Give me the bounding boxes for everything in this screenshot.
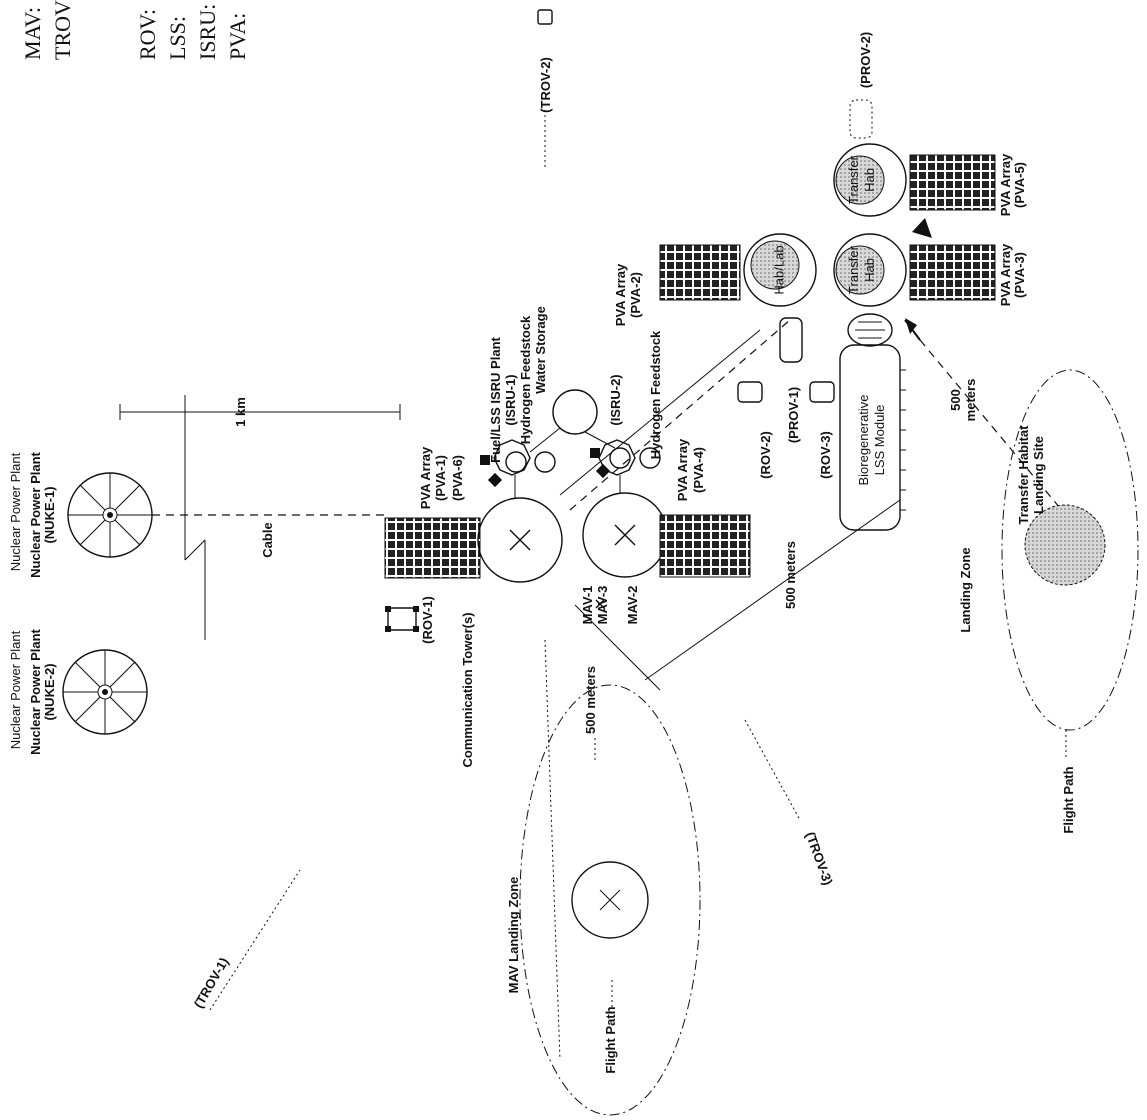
hab-lab: Hab/Lab PVA Array (PVA-2) — [613, 233, 817, 326]
svg-text:meters: meters — [963, 379, 978, 422]
svg-text:(PVA-6): (PVA-6) — [450, 455, 465, 501]
svg-text:(TROV-3): (TROV-3) — [803, 830, 836, 887]
svg-text:(ROV-3): (ROV-3) — [818, 431, 833, 479]
mav-2: MAV-2 — [582, 492, 668, 625]
pva-5-array: PVA Array (PVA-5) — [909, 153, 1027, 216]
svg-text:MAV-3: MAV-3 — [595, 586, 610, 625]
svg-text:Nuclear Power Plant: Nuclear Power Plant — [8, 630, 23, 749]
svg-text:PVA Array: PVA Array — [675, 438, 690, 501]
distance-1km: 1 km — [119, 395, 401, 640]
svg-text:Landing Zone: Landing Zone — [958, 547, 973, 632]
svg-text:PVA Array: PVA Array — [418, 446, 433, 509]
svg-text:(PVA-3): (PVA-3) — [1012, 252, 1027, 298]
svg-text:PVA Array: PVA Array — [998, 243, 1013, 306]
svg-text:(ISRU-1): (ISRU-1) — [503, 374, 518, 425]
svg-text:Flight Path: Flight Path — [1061, 766, 1076, 833]
svg-text:Water Storage: Water Storage — [533, 306, 548, 394]
pva-3-array: PVA Array (PVA-3) — [909, 243, 1027, 306]
cable: Cable — [152, 514, 385, 558]
prov-1-label: (PROV-1) — [786, 387, 801, 443]
trov-1: (TROV-1) — [191, 869, 301, 1011]
legend-trov: TROV — [50, 0, 75, 60]
legend-rov: ROV: — [135, 9, 160, 60]
svg-text:Nuclear Power Plant: Nuclear Power Plant — [8, 452, 23, 571]
svg-text:Transfer Habitat: Transfer Habitat — [1016, 425, 1031, 525]
transfer-hab-2: Transfer Hab — [833, 143, 907, 217]
link-isru-hab — [569, 319, 791, 511]
svg-text:MAV-2: MAV-2 — [625, 586, 640, 625]
svg-text:(ROV-2): (ROV-2) — [758, 431, 773, 479]
svg-text:(PROV-2): (PROV-2) — [858, 32, 873, 88]
svg-text:MAV Landing Zone: MAV Landing Zone — [506, 877, 521, 994]
svg-text:MAV-1: MAV-1 — [580, 586, 595, 625]
legend-mav: MAV: — [20, 7, 45, 60]
link-mav-hab — [559, 329, 761, 496]
svg-text:Landing Site: Landing Site — [1031, 436, 1046, 514]
svg-text:500 meters: 500 meters — [783, 541, 798, 609]
svg-text:PVA Array: PVA Array — [613, 263, 628, 326]
rov-3: (ROV-3) — [809, 381, 835, 479]
svg-text:Hab: Hab — [862, 258, 877, 282]
svg-text:LSS Module: LSS Module — [872, 405, 887, 476]
svg-text:Hab: Hab — [862, 168, 877, 192]
prov-1-vehicle — [779, 317, 803, 363]
svg-text:Communication Tower(s): Communication Tower(s) — [460, 612, 475, 767]
svg-text:(ISRU-2): (ISRU-2) — [608, 374, 623, 425]
svg-text:PVA Array: PVA Array — [998, 153, 1013, 216]
svg-text:500: 500 — [948, 389, 963, 411]
landing-zone: Landing Zone Transfer Habitat Landing Si… — [958, 369, 1139, 834]
mav-distance: 500 meters — [544, 604, 661, 1061]
rov-2: (ROV-2) — [737, 381, 773, 479]
legend-lss: LSS: — [165, 16, 190, 60]
svg-text:Hydrogen Feedstock: Hydrogen Feedstock — [518, 315, 533, 444]
trov-3: (TROV-3) — [744, 719, 836, 887]
mav-1-3: MAV-1 MAV-3 — [477, 497, 610, 625]
svg-text:(NUKE-2): (NUKE-2) — [42, 663, 57, 720]
pva-4-array: PVA Array (PVA-4) — [659, 438, 751, 578]
svg-text:(NUKE-1): (NUKE-1) — [42, 486, 57, 543]
lss-module: Bioregenerative LSS Module — [839, 313, 906, 531]
svg-text:(PVA-2): (PVA-2) — [628, 272, 643, 318]
legend-isru: ISRU: — [195, 4, 220, 60]
communication-tower: Communication Tower(s) — [460, 599, 605, 768]
pva-1-array: PVA Array (PVA-1) (PVA-6) — [384, 446, 481, 579]
svg-text:1 km: 1 km — [233, 397, 248, 427]
trov-2: (TROV-2) — [537, 9, 553, 170]
rov-1: (ROV-1) — [385, 596, 435, 644]
svg-text:(TROV-1): (TROV-1) — [191, 955, 232, 1011]
transfer-hab-1: Transfer Hab — [833, 233, 907, 307]
nuke-2: Nuclear Power Plant Nuclear Power Plant … — [8, 628, 148, 755]
svg-text:Cable: Cable — [260, 522, 275, 557]
svg-text:Transfer: Transfer — [846, 155, 861, 204]
svg-text:500 meters: 500 meters — [583, 666, 598, 734]
nuke-1: Nuclear Power Plant Nuclear Power Plant … — [8, 451, 153, 578]
svg-text:Transfer: Transfer — [846, 245, 861, 294]
svg-text:(TROV-2): (TROV-2) — [538, 57, 553, 113]
svg-text:Hab/Lab: Hab/Lab — [771, 245, 786, 294]
prov-2: (PROV-2) — [849, 32, 873, 139]
svg-text:Nuclear Power Plant: Nuclear Power Plant — [28, 628, 43, 754]
landing-distance: 500 meters — [904, 218, 1071, 521]
svg-text:Fuel/LSS ISRU Plant: Fuel/LSS ISRU Plant — [488, 336, 503, 462]
svg-text:(PVA-1): (PVA-1) — [433, 455, 448, 501]
isru-2: (ISRU-2) Hydrogen Feedstock — [590, 330, 663, 493]
isru-1: Fuel/LSS ISRU Plant (ISRU-1) Hydrogen Fe… — [480, 306, 556, 498]
svg-text:Hydrogen Feedstock: Hydrogen Feedstock — [648, 330, 663, 459]
svg-text:Bioregenerative: Bioregenerative — [856, 394, 871, 485]
svg-text:(PVA-4): (PVA-4) — [691, 447, 706, 493]
water-storage — [529, 389, 616, 453]
legend: MAV: TROV ROV: LSS: ISRU: PVA: — [20, 0, 250, 60]
svg-text:(PVA-5): (PVA-5) — [1012, 162, 1027, 208]
svg-text:Flight Path: Flight Path — [603, 1006, 618, 1073]
mav-landing-zone: MAV Landing Zone Flight Path — [506, 684, 701, 1116]
svg-text:(ROV-1): (ROV-1) — [420, 596, 435, 644]
svg-text:Nuclear Power Plant: Nuclear Power Plant — [28, 451, 43, 577]
legend-pva: PVA: — [225, 13, 250, 60]
